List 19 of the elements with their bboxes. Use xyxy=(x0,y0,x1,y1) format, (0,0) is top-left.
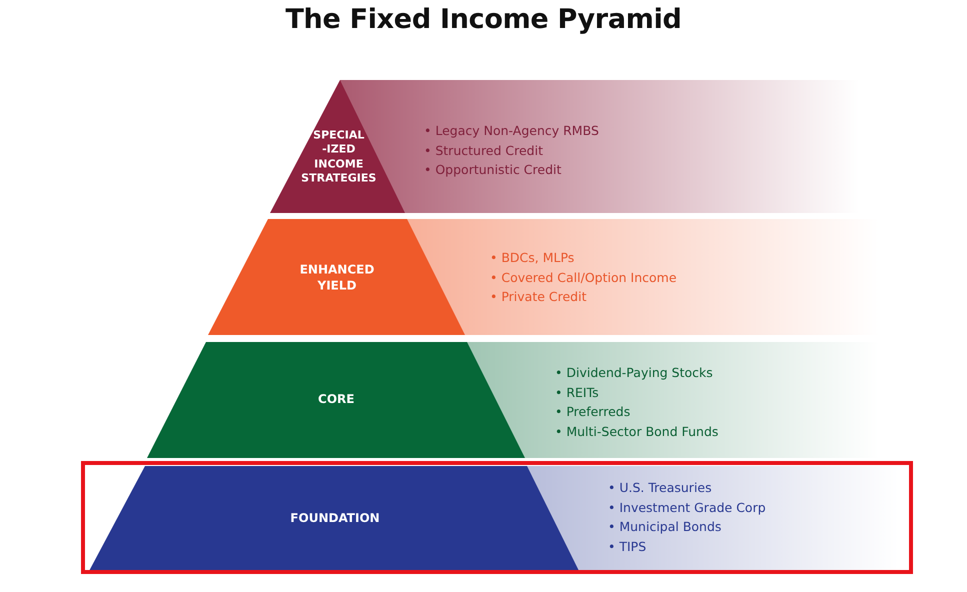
bullet-item: • Structured Credit xyxy=(424,142,544,160)
tier-label: SPECIAL -IZED INCOME STRATEGIES xyxy=(300,128,378,186)
bullet-item: • Opportunistic Credit xyxy=(424,161,562,179)
bullet-item: • Dividend-Paying Stocks xyxy=(555,364,714,382)
bullet-item: • Legacy Non-Agency RMBS xyxy=(424,122,599,140)
tier-label: ENHANCED YIELD xyxy=(298,262,376,294)
bullet-item: • Private Credit xyxy=(490,288,588,306)
tier-label: CORE xyxy=(317,392,356,408)
tier-label: FOUNDATION xyxy=(289,511,381,527)
bullet-item: • U.S. Treasuries xyxy=(608,479,713,497)
bullet-item: • BDCs, MLPs xyxy=(490,249,576,267)
bullet-item: • TIPS xyxy=(608,538,648,556)
bullet-item: • Multi-Sector Bond Funds xyxy=(555,422,718,440)
bullet-item: • Investment Grade Corp xyxy=(608,498,766,517)
bullet-item: • Preferreds xyxy=(555,403,632,421)
bullet-item: • REITs xyxy=(555,384,600,402)
bullet-item: • Covered Call/Option Income xyxy=(490,268,677,287)
bullet-item: • Municipal Bonds xyxy=(608,518,722,536)
title: The Fixed Income Pyramid xyxy=(284,4,683,35)
